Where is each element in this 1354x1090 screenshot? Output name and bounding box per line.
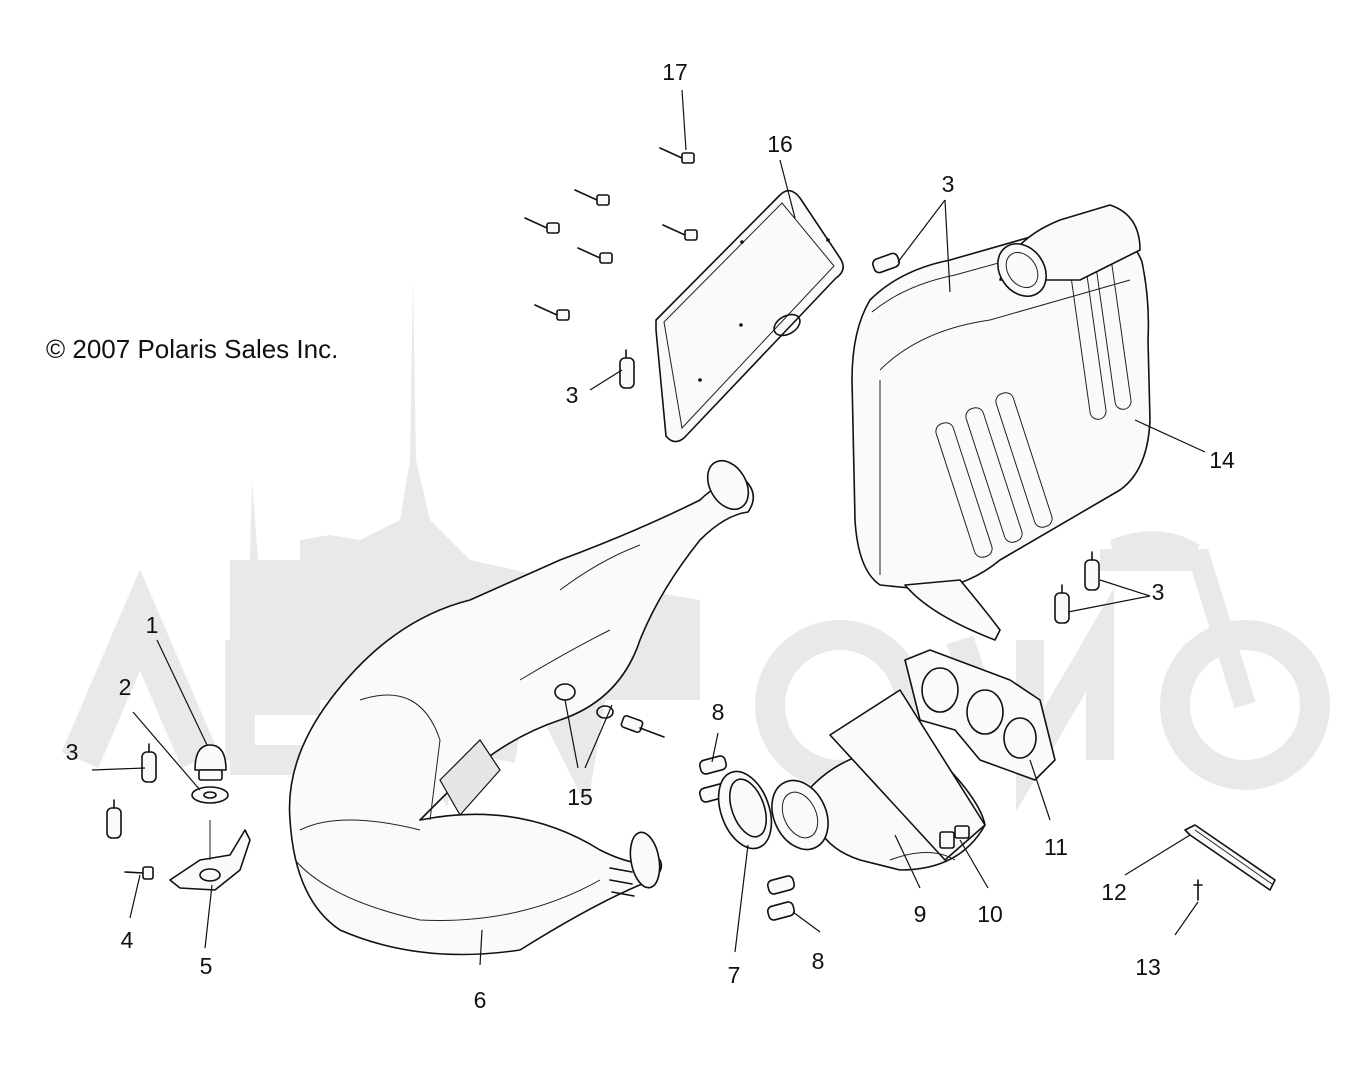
part-12-bracket bbox=[1184, 824, 1276, 891]
part-1-cap bbox=[194, 744, 227, 781]
part-3-grommets-right bbox=[1054, 551, 1100, 624]
callout-3: 3 bbox=[1152, 579, 1165, 605]
callout-17: 17 bbox=[662, 59, 688, 85]
callout-3: 3 bbox=[942, 171, 955, 197]
callout-9: 9 bbox=[914, 901, 927, 927]
callout-5: 5 bbox=[200, 953, 213, 979]
part-7-seal-ring bbox=[717, 770, 773, 850]
part-14-silencer bbox=[851, 204, 1151, 641]
callout-4: 4 bbox=[121, 927, 134, 953]
callout-7: 7 bbox=[728, 962, 741, 988]
callout-3: 3 bbox=[566, 382, 579, 408]
part-15-stud bbox=[620, 714, 665, 738]
callout-1: 1 bbox=[146, 612, 159, 638]
callout-13: 13 bbox=[1135, 954, 1161, 980]
part-2-washer bbox=[191, 786, 229, 804]
part-17-bolts bbox=[524, 147, 698, 321]
part-11-gasket bbox=[904, 649, 1056, 781]
copyright-text: © 2007 Polaris Sales Inc. bbox=[46, 334, 338, 364]
part-10-bolt bbox=[939, 825, 970, 849]
callout-11: 11 bbox=[1044, 834, 1068, 860]
part-8-springs bbox=[698, 755, 796, 921]
callout-12: 12 bbox=[1101, 879, 1127, 905]
part-6-expansion-chamber bbox=[288, 459, 755, 956]
part-4-bolt bbox=[124, 866, 154, 880]
callout-6: 6 bbox=[474, 987, 487, 1013]
callout-8: 8 bbox=[712, 699, 725, 725]
callout-14: 14 bbox=[1209, 447, 1235, 473]
callout-2: 2 bbox=[119, 674, 132, 700]
callout-labels: 17 16 3 3 14 3 1 2 3 4 5 6 7 8 8 9 10 11… bbox=[66, 59, 1235, 1013]
part-16-heat-shield bbox=[655, 189, 844, 443]
callout-10: 10 bbox=[977, 901, 1003, 927]
part-3-grommets-left bbox=[106, 743, 157, 839]
leader-lines bbox=[91, 89, 1206, 966]
part-9-manifold bbox=[771, 689, 986, 871]
part-5-bracket bbox=[169, 820, 251, 891]
callout-15: 15 bbox=[567, 784, 593, 810]
callout-16: 16 bbox=[767, 131, 793, 157]
callout-3: 3 bbox=[66, 739, 79, 765]
part-13-screw bbox=[1193, 879, 1203, 901]
callout-8: 8 bbox=[812, 948, 825, 974]
